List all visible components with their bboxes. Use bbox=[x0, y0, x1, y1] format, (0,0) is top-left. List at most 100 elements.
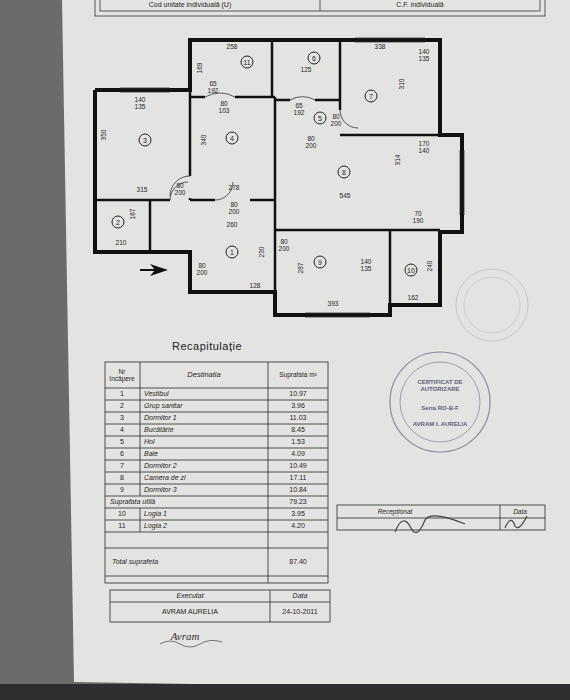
dimension-label: 190 bbox=[413, 217, 424, 224]
dimension-label: 65 bbox=[209, 80, 216, 87]
table-cell: 7 bbox=[120, 462, 124, 470]
dimension-label: 260 bbox=[227, 221, 238, 228]
table-row-line bbox=[105, 412, 328, 413]
signature-field: Data bbox=[293, 592, 308, 600]
table-cell: 11.03 bbox=[290, 414, 307, 422]
room-number: 8 bbox=[338, 166, 351, 179]
signature-field: 24-10-2011 bbox=[282, 608, 317, 616]
table-cell: Logia 2 bbox=[144, 522, 167, 530]
table-cell: 1.53 bbox=[291, 438, 305, 446]
dimension-label: 192 bbox=[208, 87, 219, 94]
table-cell: 4.09 bbox=[291, 450, 305, 458]
table-cell: Total suprafeta bbox=[112, 558, 158, 566]
dimension-label: 135 bbox=[135, 103, 146, 110]
dimension-label: 200 bbox=[306, 142, 317, 149]
dimension-label: 103 bbox=[219, 107, 230, 114]
table-cell: Destinatia bbox=[187, 371, 220, 379]
dimension-label: 340 bbox=[200, 135, 207, 146]
dimension-label: 278 bbox=[229, 184, 240, 191]
table-cell: 3.95 bbox=[291, 510, 305, 518]
table-cell: 4.20 bbox=[291, 522, 305, 530]
dimension-label: 169 bbox=[196, 63, 203, 74]
stamp-text: Seria RO-B-F bbox=[421, 405, 458, 412]
table-cell: 10.84 bbox=[289, 486, 307, 494]
table-cell: 8.45 bbox=[291, 426, 305, 434]
dimension-label: 80 bbox=[280, 238, 287, 245]
table-cell: 11 bbox=[118, 522, 125, 530]
dimension-label: 70 bbox=[414, 210, 421, 217]
room-number: 2 bbox=[112, 216, 125, 229]
table-cell: Bucătărie bbox=[144, 426, 174, 434]
dimension-label: 80 bbox=[198, 262, 205, 269]
dark-edge bbox=[0, 684, 570, 700]
dimension-label: 192 bbox=[294, 109, 305, 116]
signature-field: Recepționat bbox=[378, 508, 413, 515]
table-cell: 9 bbox=[120, 486, 124, 494]
table-cell: 6 bbox=[120, 450, 124, 458]
table-cell: 79.23 bbox=[289, 498, 307, 506]
table-cell: Logia 1 bbox=[144, 510, 167, 518]
table-cell: 8 bbox=[120, 474, 124, 482]
room-number: 9 bbox=[314, 256, 327, 269]
table-cell: 4 bbox=[120, 426, 124, 434]
table-cell: 2 bbox=[120, 402, 124, 410]
stamp-text: AVRAM I. AURELIA bbox=[413, 421, 468, 428]
dimension-label: 200 bbox=[175, 189, 186, 196]
header-field: C.F. individuală bbox=[396, 1, 443, 9]
table-row-line bbox=[105, 484, 328, 485]
table-cell: 10.97 bbox=[289, 390, 307, 398]
dimension-label: 240 bbox=[426, 261, 433, 272]
dimension-label: 162 bbox=[408, 294, 419, 301]
table-cell: Vestibul bbox=[144, 390, 169, 398]
dimension-label: 287 bbox=[297, 263, 304, 274]
signature-field: Executat bbox=[176, 592, 203, 600]
dimension-label: 135 bbox=[419, 55, 430, 62]
dimension-label: 140 bbox=[361, 258, 372, 265]
paper-sheet bbox=[62, 0, 570, 690]
room-number: 5 bbox=[314, 112, 327, 125]
dimension-label: 230 bbox=[258, 247, 265, 258]
table-cell: 3.96 bbox=[291, 402, 305, 410]
table-cell: Suprafata utilă bbox=[110, 498, 155, 506]
dimension-label: 315 bbox=[137, 186, 148, 193]
dimension-label: 135 bbox=[361, 265, 372, 272]
header-field: Cod unitate individuală (U) bbox=[149, 1, 232, 9]
dimension-label: 80 bbox=[307, 135, 314, 142]
dimension-label: 210 bbox=[116, 239, 127, 246]
stamp-text: CERTIFICAT DE AUTORIZARE bbox=[409, 379, 471, 392]
receptionat-box bbox=[337, 505, 545, 533]
dimension-label: 314 bbox=[394, 155, 401, 166]
room-number: 7 bbox=[365, 90, 378, 103]
table-cell: Grup sanitar bbox=[144, 402, 183, 410]
dimension-label: 80 bbox=[176, 182, 183, 189]
table-cell: Hol bbox=[144, 438, 155, 446]
dimension-label: 310 bbox=[398, 79, 405, 90]
dimension-label: 170 bbox=[419, 140, 430, 147]
dimension-label: 80 bbox=[220, 100, 227, 107]
table-cell: 1 bbox=[120, 390, 124, 398]
table-cell: 87.40 bbox=[289, 558, 307, 566]
table-row-line bbox=[105, 496, 328, 497]
entry-arrow bbox=[140, 264, 168, 276]
dimension-label: 200 bbox=[197, 269, 208, 276]
room-number: 4 bbox=[226, 132, 239, 145]
table-row-line bbox=[105, 424, 328, 425]
dimension-label: 258 bbox=[227, 43, 238, 50]
dimension-label: 65 bbox=[295, 102, 302, 109]
table-row-line bbox=[105, 400, 328, 401]
table-cell: 17.11 bbox=[290, 474, 307, 482]
table-cell: 5 bbox=[120, 438, 124, 446]
table-cell: Suprafata m² bbox=[276, 371, 320, 378]
table-cell: Dormitor 1 bbox=[144, 414, 177, 422]
recap-table bbox=[105, 362, 328, 583]
stamp bbox=[390, 269, 528, 452]
room-number: 11 bbox=[241, 56, 254, 69]
dimension-label: 140 bbox=[135, 96, 146, 103]
table-cell: 10 bbox=[118, 510, 126, 518]
dimension-label: 80 bbox=[332, 113, 339, 120]
dimension-label: 200 bbox=[331, 120, 342, 127]
dimension-label: 140 bbox=[419, 48, 430, 55]
table-row-line bbox=[105, 388, 328, 389]
